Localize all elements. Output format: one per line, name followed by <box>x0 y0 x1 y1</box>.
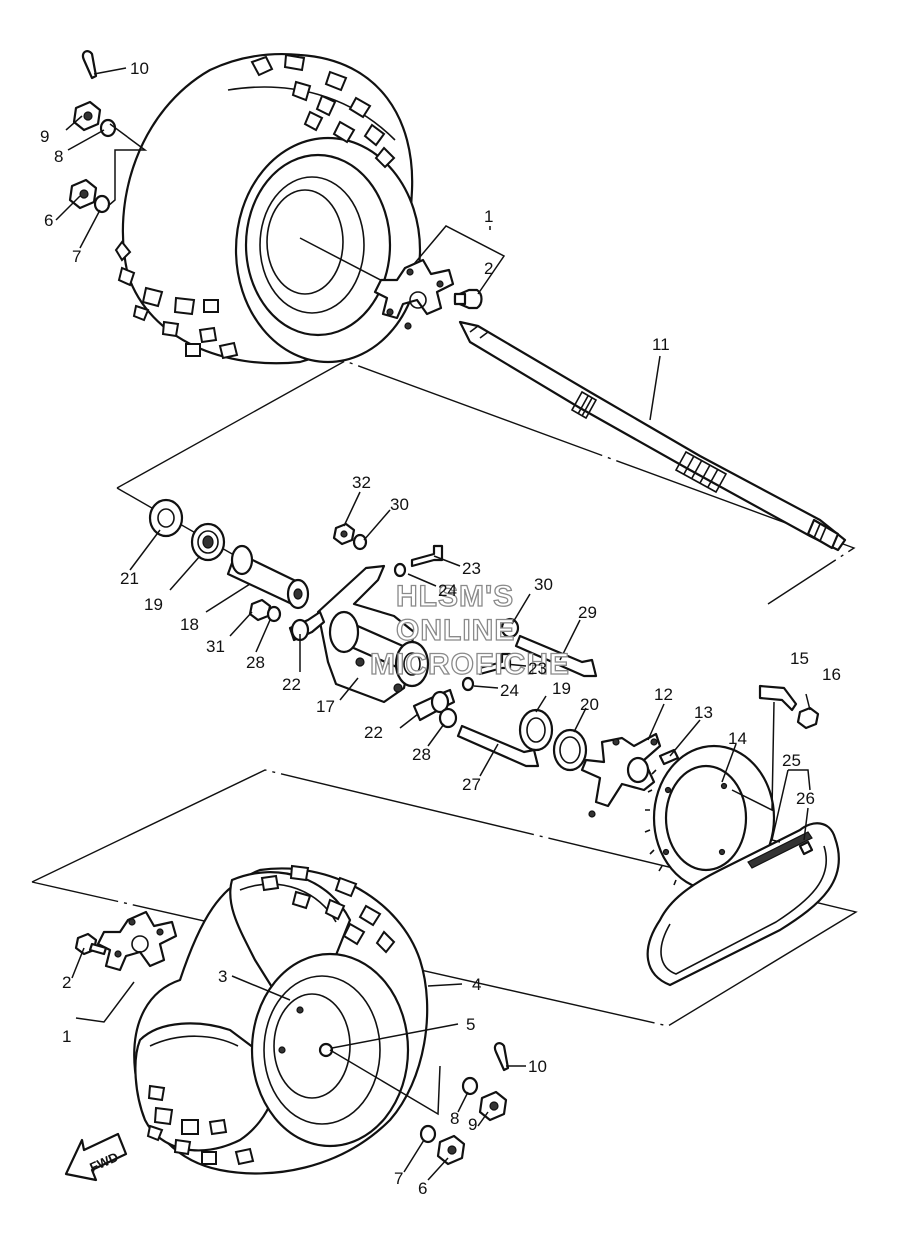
callout-18: 18 <box>180 615 199 634</box>
callout-28: 28 <box>412 745 431 764</box>
callout-5: 5 <box>466 1015 475 1034</box>
callout-32: 32 <box>352 473 371 492</box>
callout-2: 2 <box>484 259 493 278</box>
axle-spline-1 <box>570 390 598 420</box>
rear-axle <box>458 320 847 552</box>
callout-3: 3 <box>218 967 227 986</box>
callout-28: 28 <box>246 653 265 672</box>
callout-8: 8 <box>450 1109 459 1128</box>
chain-assembly <box>646 684 841 987</box>
lower-rear-wheel <box>133 864 429 1175</box>
callout-7: 7 <box>72 247 81 266</box>
callout-29: 29 <box>578 603 597 622</box>
watermark-line-1: HLSM'S <box>396 580 514 613</box>
callout-14: 14 <box>728 729 747 748</box>
sprocket-hub-assembly <box>580 732 776 892</box>
callout-30: 30 <box>534 575 553 594</box>
leader-lines <box>55 67 811 1181</box>
callout-7: 7 <box>394 1169 403 1188</box>
bearing-case-assembly <box>148 498 598 772</box>
callout-4: 4 <box>472 975 481 994</box>
callout-11: 11 <box>652 335 670 354</box>
callout-22: 22 <box>282 675 301 694</box>
watermark-line-3: MICROFICHE <box>370 648 570 681</box>
axle-spline-end <box>806 518 840 550</box>
callout-27: 27 <box>462 775 481 794</box>
callout-16: 16 <box>822 665 841 684</box>
upper-wheel-tread <box>114 53 396 360</box>
callout-21: 21 <box>120 569 139 588</box>
callout-10: 10 <box>130 59 149 78</box>
callout-26: 26 <box>796 789 815 808</box>
callout-24: 24 <box>500 681 519 700</box>
callout-13: 13 <box>694 703 713 722</box>
fwd-direction-arrow: FWD <box>64 1132 128 1182</box>
callout-24: 24 <box>438 581 457 600</box>
callout-17: 17 <box>316 697 335 716</box>
callout-23: 23 <box>528 659 547 678</box>
callout-10: 10 <box>528 1057 547 1076</box>
axle-spline-2 <box>674 450 728 494</box>
watermark: HLSM'S ONLINE MICROFICHE <box>369 579 570 681</box>
callout-22: 22 <box>364 723 383 742</box>
callout-25: 25 <box>782 751 801 770</box>
callout-20: 20 <box>580 695 599 714</box>
watermark-line-2: ONLINE <box>396 614 515 647</box>
callout-31: 31 <box>206 637 225 656</box>
callout-2: 2 <box>62 973 71 992</box>
callout-19: 19 <box>552 679 571 698</box>
lower-hub-assembly <box>74 910 178 972</box>
callout-8: 8 <box>54 147 63 166</box>
callout-1: 1 <box>484 207 493 226</box>
lower-wheel-tread <box>146 864 396 1166</box>
callout-12: 12 <box>654 685 673 704</box>
callout-9: 9 <box>40 127 49 146</box>
upper-hub-assembly <box>373 258 483 330</box>
callout-9: 9 <box>468 1115 477 1134</box>
callout-6: 6 <box>44 211 53 230</box>
callout-1: 1 <box>62 1027 71 1046</box>
callout-6: 6 <box>418 1179 427 1198</box>
callout-15: 15 <box>790 649 809 668</box>
callout-19: 19 <box>144 595 163 614</box>
callout-30: 30 <box>390 495 409 514</box>
upper-rear-wheel <box>114 52 422 365</box>
callout-23: 23 <box>462 559 481 578</box>
callout-labels: 10 9 8 6 7 1 2 11 32 30 21 19 18 31 28 2… <box>40 59 841 1198</box>
